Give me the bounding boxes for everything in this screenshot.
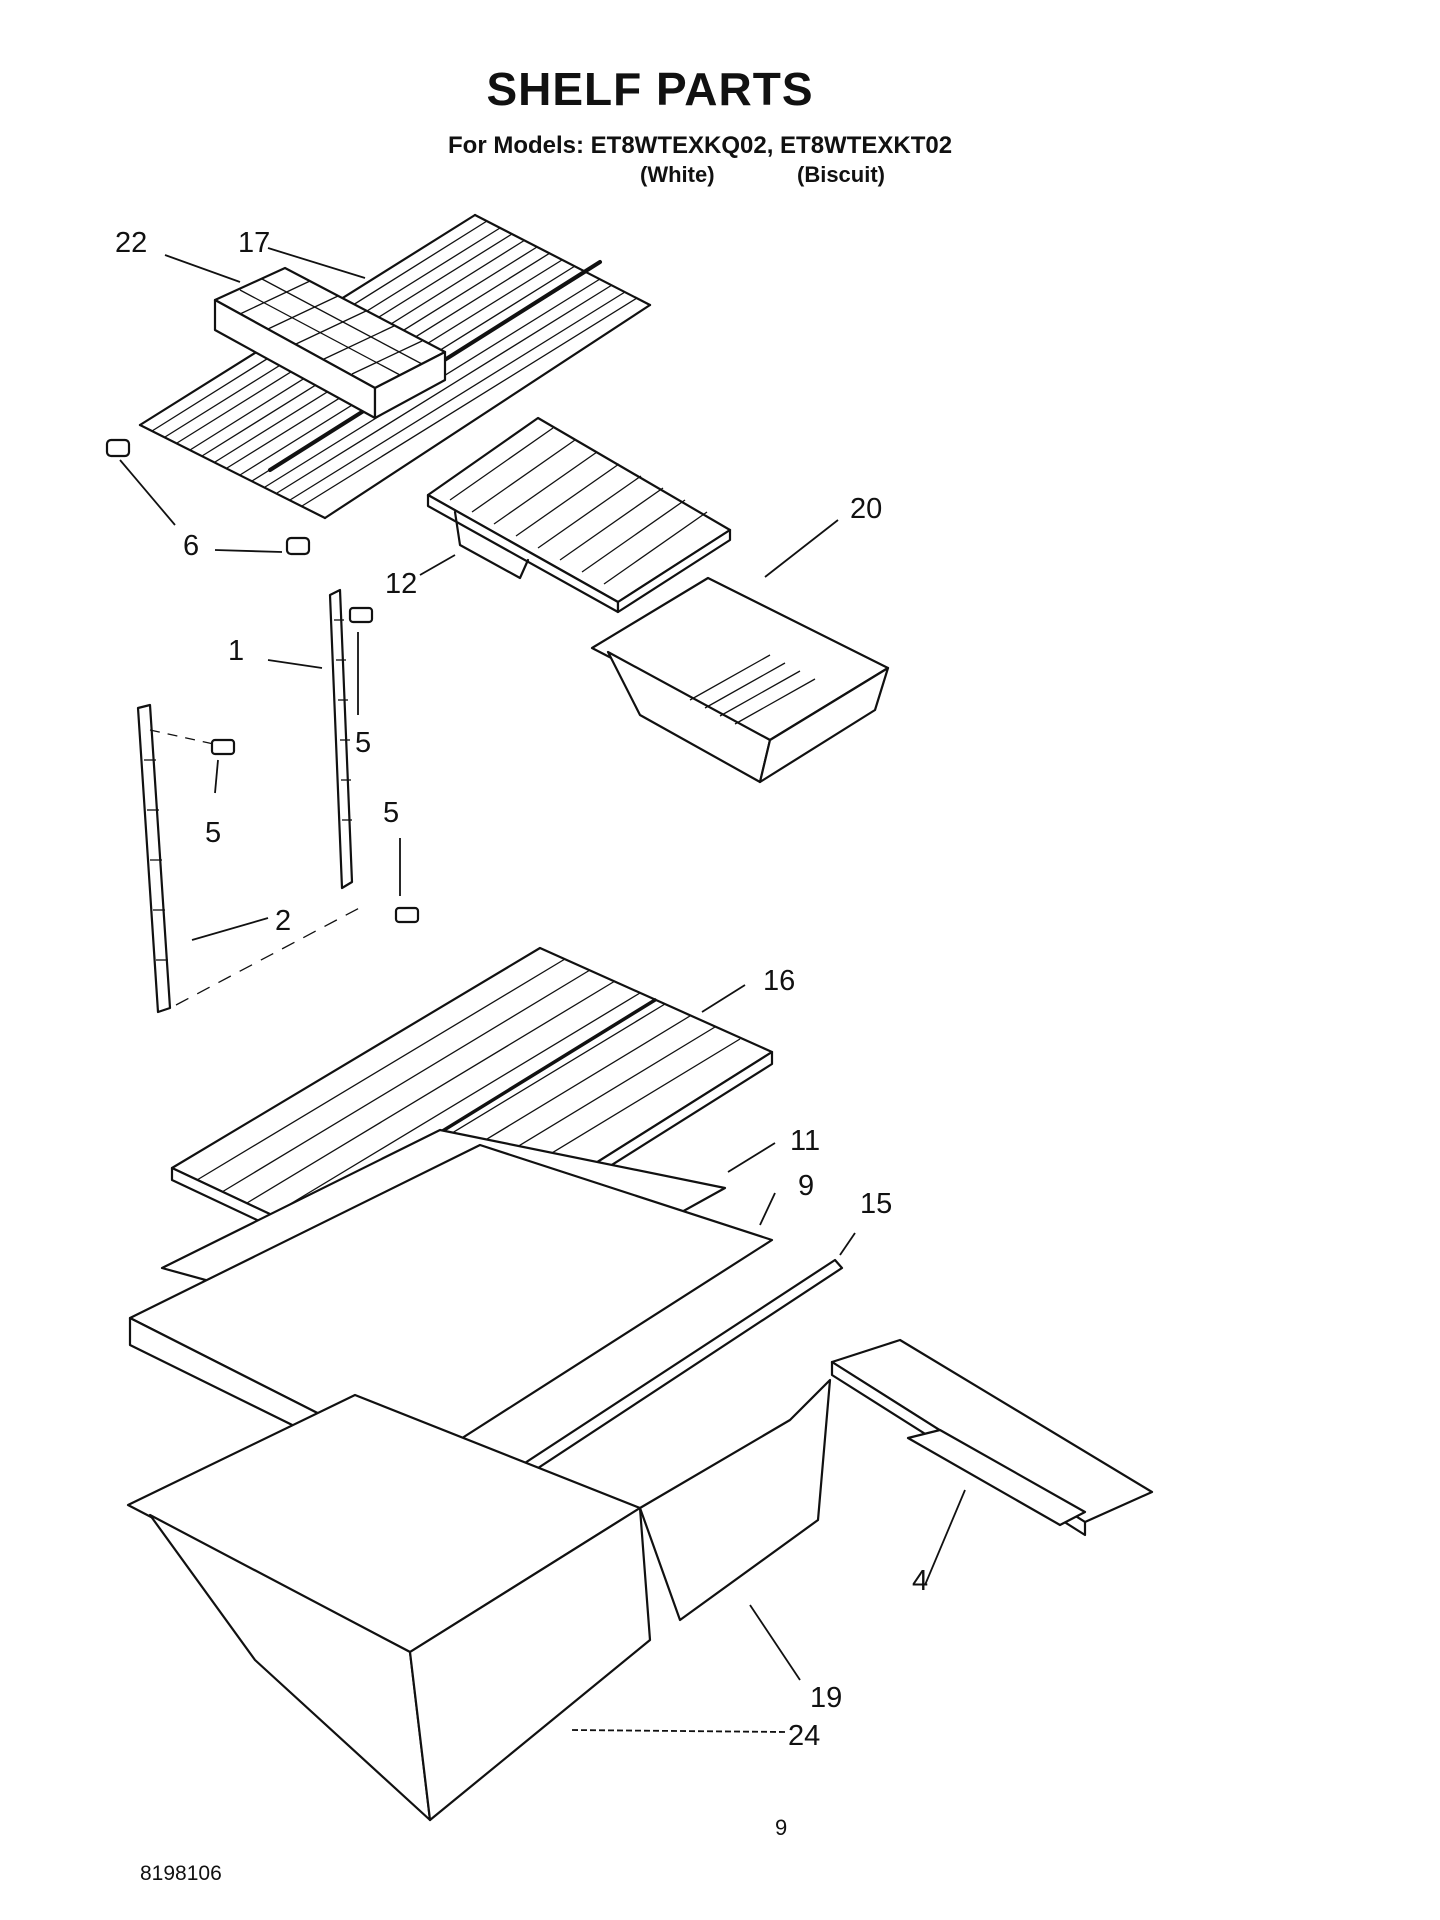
callout-11: 11 <box>790 1125 820 1157</box>
callout-15: 15 <box>860 1188 892 1220</box>
crisper-divider <box>830 1338 1154 1537</box>
callout-24: 24 <box>788 1720 820 1752</box>
ladder-screws <box>210 606 420 924</box>
callout-16: 16 <box>763 965 795 997</box>
variant-white-label: (White) <box>640 162 715 187</box>
callout-6a: 6 <box>183 530 199 562</box>
callout-19: 19 <box>810 1682 842 1714</box>
model-list: For Models: ET8WTEXKQ02, ET8WTEXKT02 <box>448 132 953 159</box>
callout-5c: 5 <box>383 797 399 829</box>
callout-17: 17 <box>238 227 270 259</box>
shelf-end-caps <box>105 438 311 556</box>
freezer-pan <box>590 576 890 784</box>
crisper-pans <box>126 1378 832 1822</box>
page-number: 9 <box>775 1815 788 1840</box>
callout-1: 1 <box>228 635 244 667</box>
callout-20: 20 <box>850 493 882 525</box>
callout-leaders <box>119 247 966 1733</box>
callout-9: 9 <box>798 1170 814 1202</box>
shelf-ladders <box>136 588 366 1014</box>
callout-5b: 5 <box>205 817 221 849</box>
page-title: SHELF PARTS <box>486 63 814 115</box>
slide-out-shelf <box>426 416 732 614</box>
callout-4: 4 <box>912 1565 928 1597</box>
ice-cube-tray <box>213 266 447 420</box>
variant-biscuit-label: (Biscuit) <box>797 162 885 187</box>
callout-22: 22 <box>115 227 147 259</box>
callout-labels: 22 17 6 6 12 20 1 5 5 5 2 16 11 9 15 4 1… <box>115 227 928 1752</box>
document-number: 8198106 <box>140 1862 222 1885</box>
callout-2: 2 <box>275 905 291 937</box>
callout-12: 12 <box>385 568 417 600</box>
callout-5a: 5 <box>355 727 371 759</box>
